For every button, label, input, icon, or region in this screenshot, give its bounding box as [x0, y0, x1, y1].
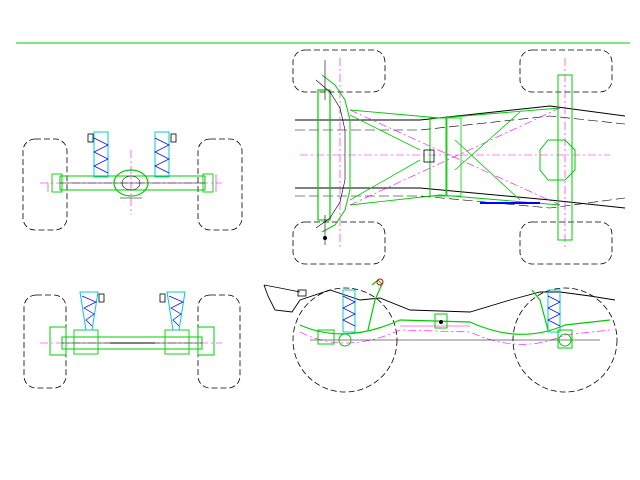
chassis-side-view [263, 278, 618, 393]
rear-axle-view [22, 131, 243, 231]
side-accent-marker [376, 278, 384, 286]
front-axle-top [317, 89, 331, 221]
front-right-spring [166, 291, 186, 331]
front-right-tire [197, 294, 241, 389]
top-rear-left-tire [519, 49, 613, 93]
side-front-spring [342, 289, 356, 333]
rear-left-spring [93, 131, 109, 178]
chassis-top-view [292, 49, 626, 265]
rear-left-tire [22, 138, 68, 231]
front-left-tire [23, 294, 67, 389]
frame-rail-upper [295, 105, 626, 121]
frame-rail-lower [295, 187, 626, 209]
side-body-outline [263, 284, 616, 313]
top-front-right-tire [292, 221, 386, 265]
side-frame-lower [299, 319, 611, 335]
top-rear-right-tire [519, 221, 613, 265]
rear-axle-top [557, 74, 573, 241]
rear-right-tire [197, 138, 243, 231]
front-left-spring [79, 291, 99, 331]
rear-right-spring [154, 131, 170, 178]
trailing-arm-upper [349, 107, 561, 119]
side-rear-spring [547, 289, 561, 333]
front-axle-view [23, 291, 241, 389]
top-front-left-tire [292, 49, 386, 93]
rear-differential [113, 169, 149, 197]
